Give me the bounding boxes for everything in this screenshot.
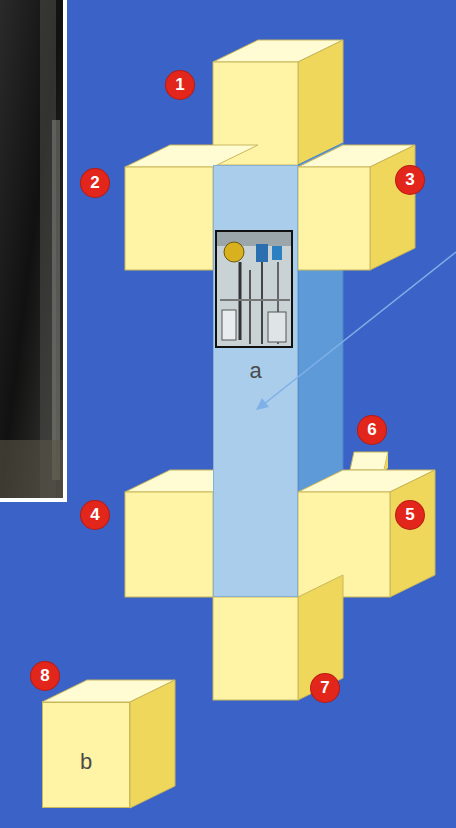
machine-edge: [52, 120, 60, 480]
equipment-photo: [217, 232, 291, 346]
photo-ceiling: [217, 232, 291, 246]
callout-number: 2: [81, 169, 109, 197]
cube-top: [350, 452, 388, 470]
yellow-motor: [224, 242, 244, 262]
pipe: [239, 262, 242, 340]
cube-side: [384, 452, 388, 470]
cube-front: [213, 597, 298, 700]
callout-number: 6: [358, 416, 386, 444]
machine-photo: [0, 0, 63, 498]
cube-front: [298, 167, 370, 270]
cube-front: [298, 492, 390, 597]
pipe: [277, 262, 279, 344]
callout-number: 1: [166, 71, 194, 99]
blue-device: [256, 244, 268, 262]
node-letter: b: [43, 749, 129, 775]
cube-front: [125, 492, 213, 597]
callout-number: 5: [396, 501, 424, 529]
callout-number: 7: [311, 674, 339, 702]
cube-front: b: [42, 702, 130, 808]
cube-side: [130, 680, 175, 808]
cube-front: [125, 167, 213, 270]
cube-side: [390, 470, 435, 597]
pipe: [249, 270, 251, 344]
shaft-front: a: [213, 165, 298, 597]
callout-number: 4: [81, 501, 109, 529]
blue-device: [272, 246, 282, 260]
arrow-head: [256, 398, 269, 410]
cube-top: [125, 145, 258, 167]
cube-side: [370, 145, 415, 270]
cabinet: [222, 310, 236, 340]
equipment-photo-frame: [215, 230, 293, 348]
leader-line: [264, 252, 456, 404]
rail: [220, 299, 290, 301]
machine-base: [0, 440, 63, 498]
callout-number: 3: [396, 166, 424, 194]
photo-border: [0, 0, 67, 502]
cabinet: [268, 312, 286, 342]
callout-number: 8: [31, 662, 59, 690]
pipe: [261, 262, 263, 344]
node-letter: a: [214, 358, 297, 384]
